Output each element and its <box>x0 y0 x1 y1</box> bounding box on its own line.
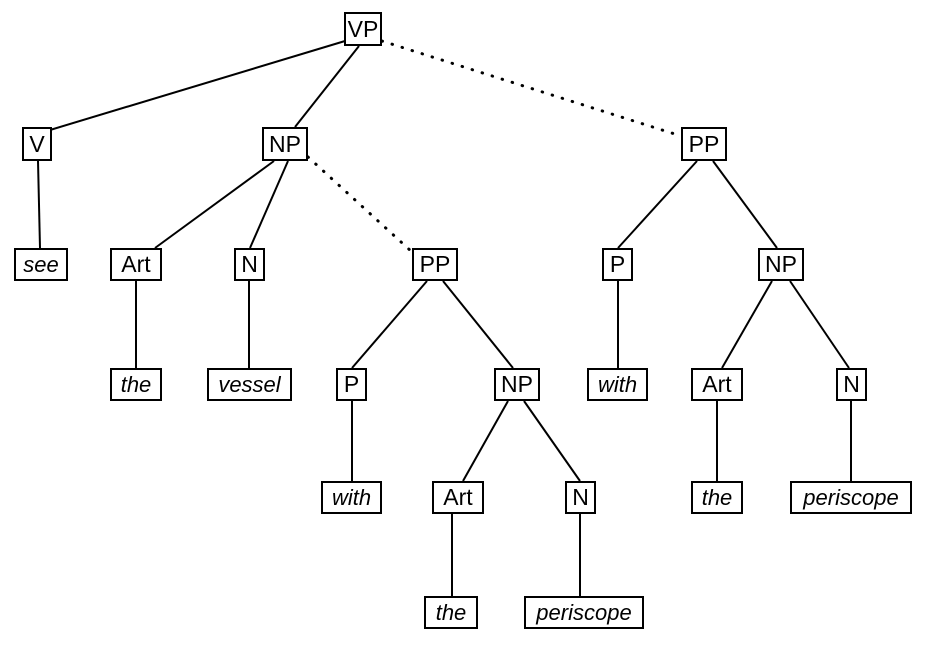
category-node-n_r: N <box>836 368 867 401</box>
tree-edge-pp_mid-to-p_mid <box>351 280 428 369</box>
tree-edge-np_mid-to-art_m <box>462 400 509 482</box>
tree-edge-pp_mid-to-np_mid <box>442 280 514 369</box>
category-node-np_right: NP <box>758 248 804 281</box>
terminal-node-periscope_r: periscope <box>790 481 912 514</box>
category-node-np_mid: NP <box>494 368 540 401</box>
terminal-node-with_m: with <box>321 481 382 514</box>
tree-edge-vp-to-np1 <box>294 45 360 128</box>
category-node-art1: Art <box>110 248 162 281</box>
terminal-node-vessel: vessel <box>207 368 292 401</box>
tree-edge-vp-to-v <box>49 40 346 131</box>
terminal-node-see: see <box>14 248 68 281</box>
category-node-p_mid: P <box>336 368 367 401</box>
terminal-node-the_r: the <box>691 481 743 514</box>
tree-edge-vp-to-pp_right <box>380 39 683 138</box>
tree-edge-pp_right-to-np_right <box>712 160 778 249</box>
category-node-v: V <box>22 127 52 161</box>
tree-edge-v-to-see <box>37 160 41 249</box>
tree-edge-np_right-to-art_r <box>721 280 773 369</box>
terminal-node-with_r: with <box>587 368 648 401</box>
category-node-n1: N <box>234 248 265 281</box>
tree-edge-np_right-to-n_r <box>789 280 850 369</box>
terminal-node-periscope_m: periscope <box>524 596 644 629</box>
category-node-art_m: Art <box>432 481 484 514</box>
category-node-n_m: N <box>565 481 596 514</box>
category-node-np1: NP <box>262 127 308 161</box>
tree-edge-np1-to-pp_mid <box>306 155 414 254</box>
tree-edge-np_mid-to-n_m <box>523 400 581 482</box>
category-node-art_r: Art <box>691 368 743 401</box>
category-node-pp_mid: PP <box>412 248 458 281</box>
category-node-vp: VP <box>344 12 382 46</box>
tree-edge-pp_right-to-p_right <box>617 160 698 249</box>
terminal-node-the1: the <box>110 368 162 401</box>
category-node-pp_right: PP <box>681 127 727 161</box>
tree-edge-np1-to-art1 <box>154 160 275 249</box>
tree-edge-np1-to-n1 <box>249 160 289 249</box>
category-node-p_right: P <box>602 248 633 281</box>
terminal-node-the_m: the <box>424 596 478 629</box>
